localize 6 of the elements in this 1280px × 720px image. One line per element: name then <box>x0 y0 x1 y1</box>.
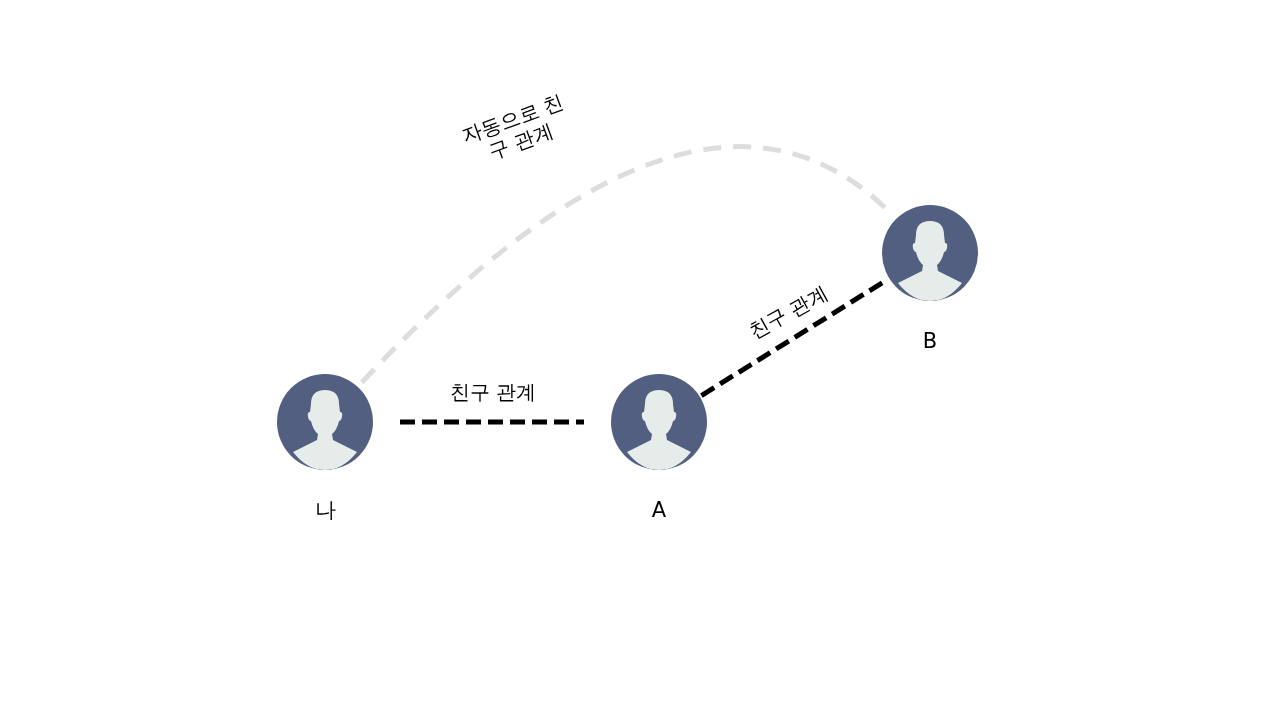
person-name: B <box>921 328 939 354</box>
edge-label: 친구 관계 <box>743 279 833 346</box>
dashed-connector <box>400 419 584 425</box>
edge-label: 친구 관계 <box>448 380 538 404</box>
person-name: 나 <box>313 497 337 523</box>
person-name: A <box>650 497 668 523</box>
